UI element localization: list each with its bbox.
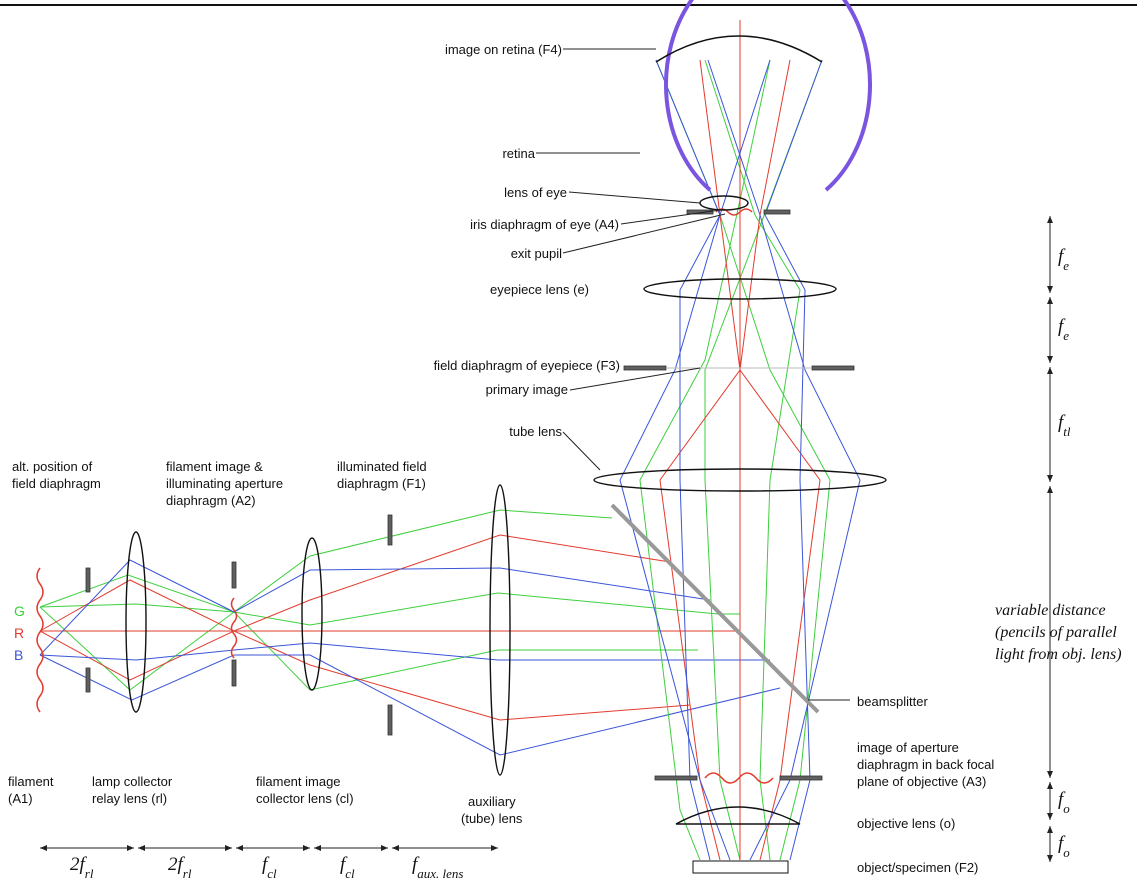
focal-fo-2: fo [1058, 833, 1070, 860]
focal-fo-1: fo [1058, 789, 1070, 816]
filament-image-collector-lens [301, 537, 323, 691]
label-G: G [14, 603, 25, 619]
field-diaphragm-f3-left [623, 365, 667, 371]
label-variable-distance-3: light from obj. lens) [995, 646, 1122, 663]
beamsplitter-plate [610, 503, 820, 714]
label-filament-image-1: filament image & [166, 459, 263, 474]
focal-fcl-2: fcl [340, 854, 355, 881]
iris-stop-left [686, 209, 714, 215]
label-filament-collector-2: collector lens (cl) [256, 791, 354, 806]
focal-faux: faux. lens [412, 854, 464, 881]
ray-red-img-2 [739, 59, 821, 861]
field-diaphragm-f3-right [811, 365, 855, 371]
label-filament-1: filament [8, 774, 54, 789]
auxiliary-tube-lens [489, 484, 511, 776]
label-image-of-aperture-2: diaphragm in back focal [857, 757, 994, 772]
aperture-image-wave [704, 772, 774, 784]
filament-image-wave [230, 597, 238, 659]
label-R: R [14, 625, 24, 641]
label-lamp-collector-2: relay lens (rl) [92, 791, 167, 806]
ray-green-illum-3 [39, 606, 698, 691]
focal-frl-1: 2frl [70, 854, 94, 881]
label-filament-image-3: diaphragm (A2) [166, 493, 256, 508]
label-illuminated-field-1: illuminated field [337, 459, 427, 474]
label-iris-diaphragm: iris diaphragm of eye (A4) [470, 217, 619, 232]
aperture-stop-a3-left [654, 775, 698, 781]
ray-green-img-3 [655, 59, 831, 861]
ray-blue-img-1 [619, 59, 771, 861]
ray-red-illum-3 [39, 630, 691, 721]
ray-green-img-4 [704, 59, 801, 861]
ray-blue-img-4 [764, 59, 823, 861]
label-retina: retina [502, 146, 535, 161]
focal-fe-2: fe [1058, 316, 1069, 343]
labels: image on retina (F4) retina lens of eye … [8, 42, 1122, 875]
ray-blue-img-2 [707, 59, 861, 861]
leader-lines [536, 48, 850, 701]
ray-blue-illum-1 [39, 642, 770, 661]
iris-stop-right [763, 209, 791, 215]
ray-green-img-1 [639, 59, 771, 861]
eyepiece-lens [643, 278, 837, 300]
label-illuminated-field-2: diaphragm (F1) [337, 476, 426, 491]
iris-wave [715, 208, 753, 216]
objective-lens [675, 806, 801, 825]
lamp-collector-relay-lens [125, 531, 147, 713]
light-rays [39, 20, 861, 861]
label-lamp-collector-1: lamp collector [92, 774, 173, 789]
label-filament-image-2: illuminating aperture [166, 476, 283, 491]
field-diaphragm-f1-top [387, 514, 393, 546]
label-auxiliary-lens-2: (tube) lens [461, 811, 523, 826]
label-primary-image: primary image [486, 382, 568, 397]
tube-lens [593, 468, 887, 492]
label-exit-pupil: exit pupil [511, 246, 562, 261]
focal-fcl-1: fcl [262, 854, 277, 881]
ray-red-illum-2 [39, 534, 671, 632]
label-object-specimen: object/specimen (F2) [857, 860, 978, 875]
label-beamsplitter: beamsplitter [857, 694, 928, 709]
retina-arc [664, 0, 872, 192]
label-field-diaphragm-eyepiece: field diaphragm of eyepiece (F3) [434, 358, 620, 373]
field-diaphragm-f1-bottom [387, 704, 393, 736]
label-lens-of-eye: lens of eye [504, 185, 567, 200]
ray-green-illum-1 [39, 30, 741, 626]
focal-length-labels: fe fe ftl fo fo 2frl 2frl fcl fcl faux. … [70, 246, 1071, 881]
aperture-diaphragm-a2-top [231, 561, 237, 589]
focal-ftl: ftl [1058, 412, 1071, 439]
aperture-diaphragm-a2-bottom [231, 659, 237, 687]
label-image-of-aperture-3: plane of objective (A3) [857, 774, 986, 789]
label-tube-lens: tube lens [509, 424, 562, 439]
label-alt-position-1: alt. position of [12, 459, 93, 474]
alt-field-diaphragm-bottom [85, 667, 91, 693]
aperture-stop-a3-right [779, 775, 823, 781]
label-image-of-aperture-1: image of aperture [857, 740, 959, 755]
object-specimen-slide [692, 860, 789, 874]
ray-blue-img-3 [655, 59, 721, 861]
label-alt-position-2: field diaphragm [12, 476, 101, 491]
ray-green-illum-2 [39, 509, 613, 613]
label-variable-distance-2: (pencils of parallel [995, 624, 1117, 641]
ray-blue-illum-2 [39, 559, 711, 656]
image-on-retina-surface [655, 35, 823, 63]
label-objective-lens: objective lens (o) [857, 816, 955, 831]
focal-fe-1: fe [1058, 246, 1069, 273]
label-B: B [14, 647, 23, 663]
label-filament-2: (A1) [8, 791, 33, 806]
filament-wave [36, 567, 44, 713]
ray-blue-illum-3 [39, 654, 781, 756]
label-filament-collector-1: filament image [256, 774, 341, 789]
focal-frl-2: 2frl [168, 854, 192, 881]
alt-field-diaphragm-top [85, 567, 91, 593]
label-image-on-retina: image on retina (F4) [445, 42, 562, 57]
label-auxiliary-lens-1: auxiliary [468, 794, 516, 809]
label-eyepiece-lens: eyepiece lens (e) [490, 282, 589, 297]
ray-red-img-1 [659, 59, 741, 861]
